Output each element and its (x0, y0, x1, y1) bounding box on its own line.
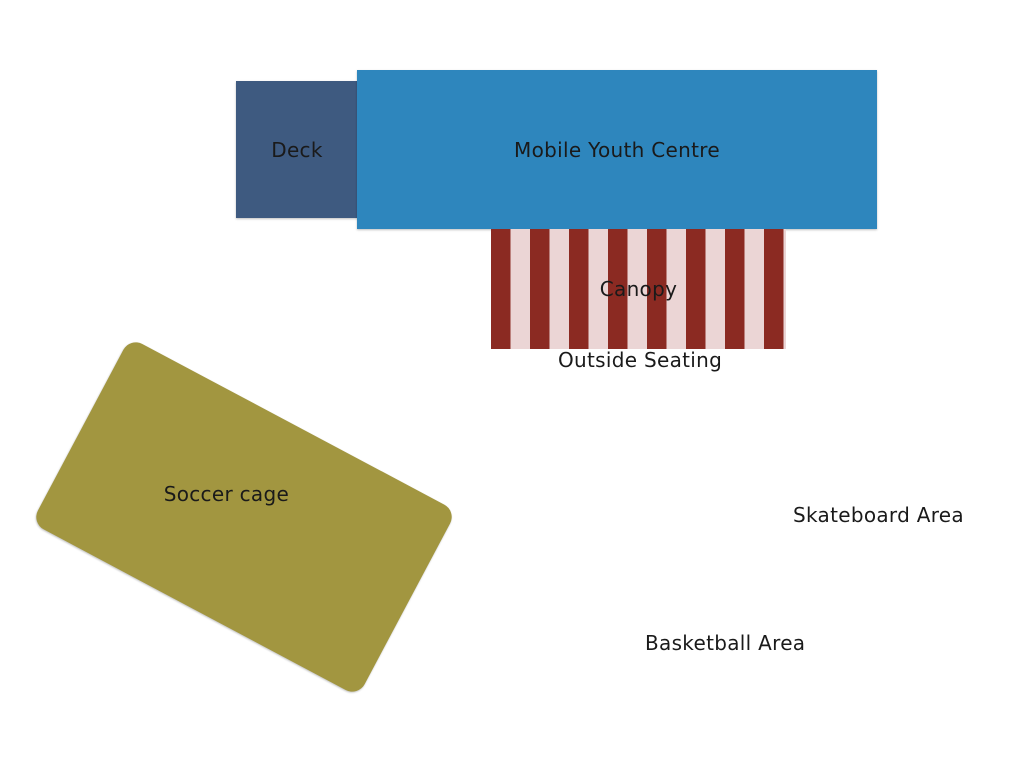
outside-seating-label: Outside Seating (558, 348, 723, 372)
mobile-youth-centre-label: Mobile Youth Centre (514, 137, 720, 162)
canopy-label: Canopy (599, 277, 678, 301)
soccer-cage-label: Soccer cage (163, 482, 290, 507)
deck-block: Deck (236, 81, 358, 218)
basketball-area-label: Basketball Area (645, 631, 806, 655)
skateboard-area-label: Skateboard Area (793, 503, 964, 527)
mobile-youth-centre-block: Mobile Youth Centre (357, 70, 877, 229)
deck-label: Deck (271, 137, 323, 162)
canopy-block: Canopy (491, 229, 786, 349)
soccer-cage-block: Soccer cage (31, 337, 457, 697)
